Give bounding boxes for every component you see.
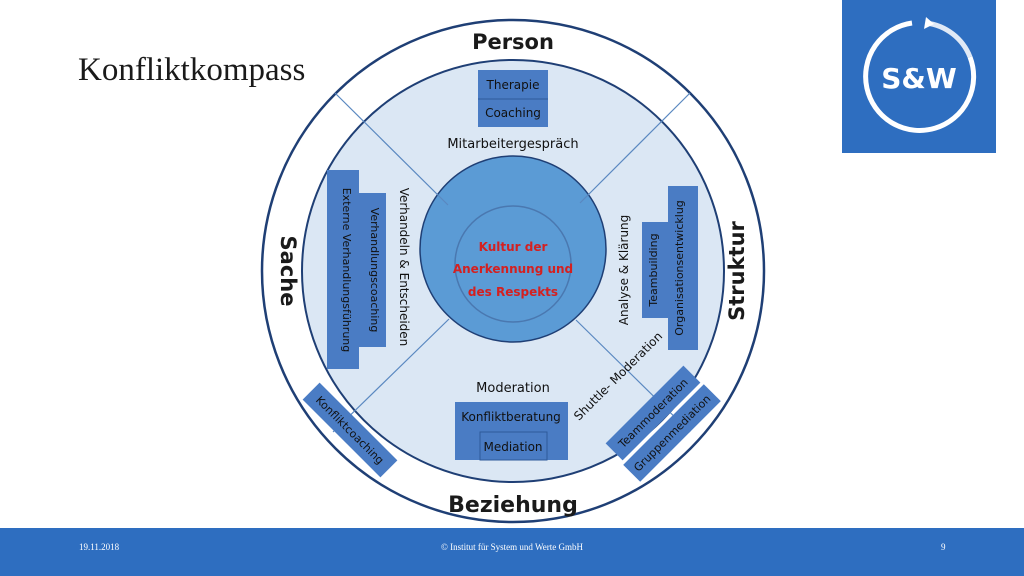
sector-dividers <box>332 92 691 433</box>
footer-date: 19.11.2018 <box>79 542 120 552</box>
mediation-inner-box <box>479 431 548 461</box>
core-text: Kultur der Anerkennung und des Respekts <box>453 240 573 299</box>
footer-page-number: 9 <box>941 542 946 552</box>
center-circle <box>419 155 607 343</box>
core-line-1: Kultur der <box>479 240 548 254</box>
left-inner-box <box>356 193 386 347</box>
right-outer-box <box>668 186 698 350</box>
moderation-label: Moderation <box>476 381 550 396</box>
mediation-label: Mediation <box>483 440 542 454</box>
externe-verhandlungsfuehrung-label: Externe Verhandlungsführung <box>340 188 353 353</box>
analyse-klaerung-label: Analyse & Klärung <box>617 215 631 326</box>
direction-beziehung: Beziehung <box>448 493 578 518</box>
logo-graphic: S&W <box>863 17 977 133</box>
teambuilding-label: Teambuilding <box>647 233 660 307</box>
right-inner-box <box>642 222 671 318</box>
konfliktkompass-diagram: Person Beziehung Sache Struktur Kultur d… <box>260 18 766 524</box>
footer-bar: 19.11.2018 © Institut für System und Wer… <box>0 528 1024 576</box>
slide-title: Konfliktkompass <box>78 52 306 88</box>
direction-person: Person <box>472 30 554 54</box>
direction-sache: Sache <box>276 236 300 307</box>
verhandeln-entscheiden-label: Verhandeln & Entscheiden <box>397 188 411 347</box>
logo-text: S&W <box>881 62 957 95</box>
footer-copyright: © Institut für System und Werte GmbH <box>441 542 583 552</box>
konfliktberatung-label: Konfliktberatung <box>461 410 561 424</box>
coaching-label: Coaching <box>485 106 541 120</box>
organisationsentwicklung-label: Organisationsentwicklug <box>673 200 686 336</box>
core-line-3: des Respekts <box>468 285 558 299</box>
verhandlungscoaching-label: Verhandlungscoaching <box>368 208 381 333</box>
left-outer-box <box>327 170 359 369</box>
direction-struktur: Struktur <box>725 220 749 320</box>
company-logo: S&W <box>842 0 996 153</box>
therapie-label: Therapie <box>486 78 540 92</box>
core-line-2: Anerkennung und <box>453 262 573 276</box>
mitarbeitergespraech-label: Mitarbeitergespräch <box>447 137 578 152</box>
center-inner-ring <box>454 205 572 323</box>
